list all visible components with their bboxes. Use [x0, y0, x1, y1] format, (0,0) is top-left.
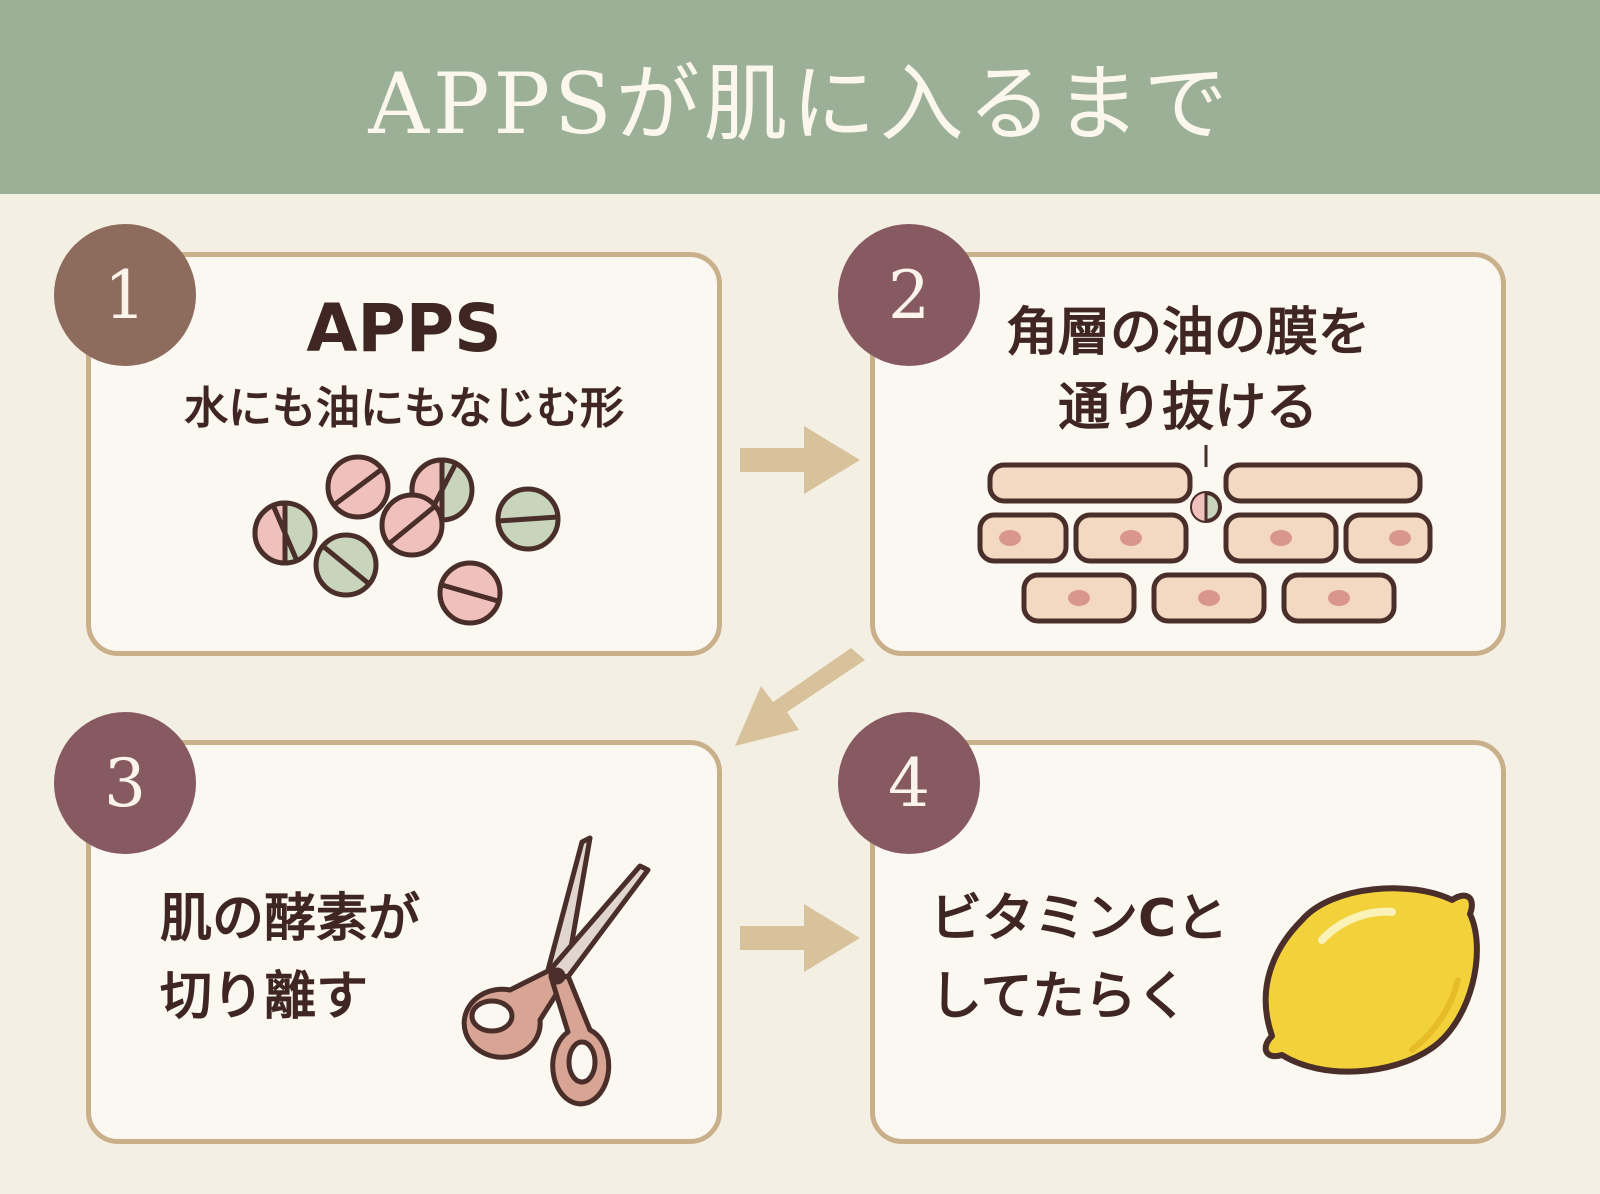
arrow-1-to-2: [740, 426, 860, 494]
step-number-4: 4: [888, 744, 930, 822]
step-4-text: ビタミンCと してたらく: [930, 880, 1270, 1036]
step-card-3: [86, 740, 722, 1144]
step-badge-4: 4: [838, 712, 980, 854]
lemon-icon: [1262, 885, 1480, 1075]
step-number-1: 1: [104, 256, 146, 334]
step-4-line-2: してたらく: [930, 967, 1189, 1027]
step-1-title: APPS: [306, 290, 502, 367]
step-number-2: 2: [888, 256, 930, 334]
step-3-line-1: 肌の酵素が: [160, 889, 421, 949]
step-3-text: 肌の酵素が 切り離す: [160, 880, 490, 1036]
page-title: APPSが肌に入るまで: [368, 54, 1232, 153]
step-card-1: [86, 252, 722, 656]
arrow-3-to-4: [740, 904, 860, 972]
step-4-line-1: ビタミンCと: [930, 889, 1229, 949]
skin-layers-icon: [977, 445, 1433, 624]
step-badge-3: 3: [54, 712, 196, 854]
step-1-subtitle: 水にも油にもなじむ形: [184, 383, 624, 434]
step-badge-1: 1: [54, 224, 196, 366]
scissors-icon: [461, 835, 651, 1107]
step-2-text: 角層の油の膜を 通り抜ける: [870, 296, 1506, 447]
step-2-line-1: 角層の油の膜を: [1005, 303, 1370, 363]
header-banner: APPSが肌に入るまで: [0, 0, 1600, 194]
step-2-line-2: 通り抜ける: [1057, 378, 1318, 439]
arrow-2-to-3: [735, 648, 865, 746]
step-badge-2: 2: [838, 224, 980, 366]
step-3-line-2: 切り離す: [160, 967, 369, 1027]
step-number-3: 3: [104, 744, 146, 822]
molecule-balls-icon: [252, 454, 561, 626]
